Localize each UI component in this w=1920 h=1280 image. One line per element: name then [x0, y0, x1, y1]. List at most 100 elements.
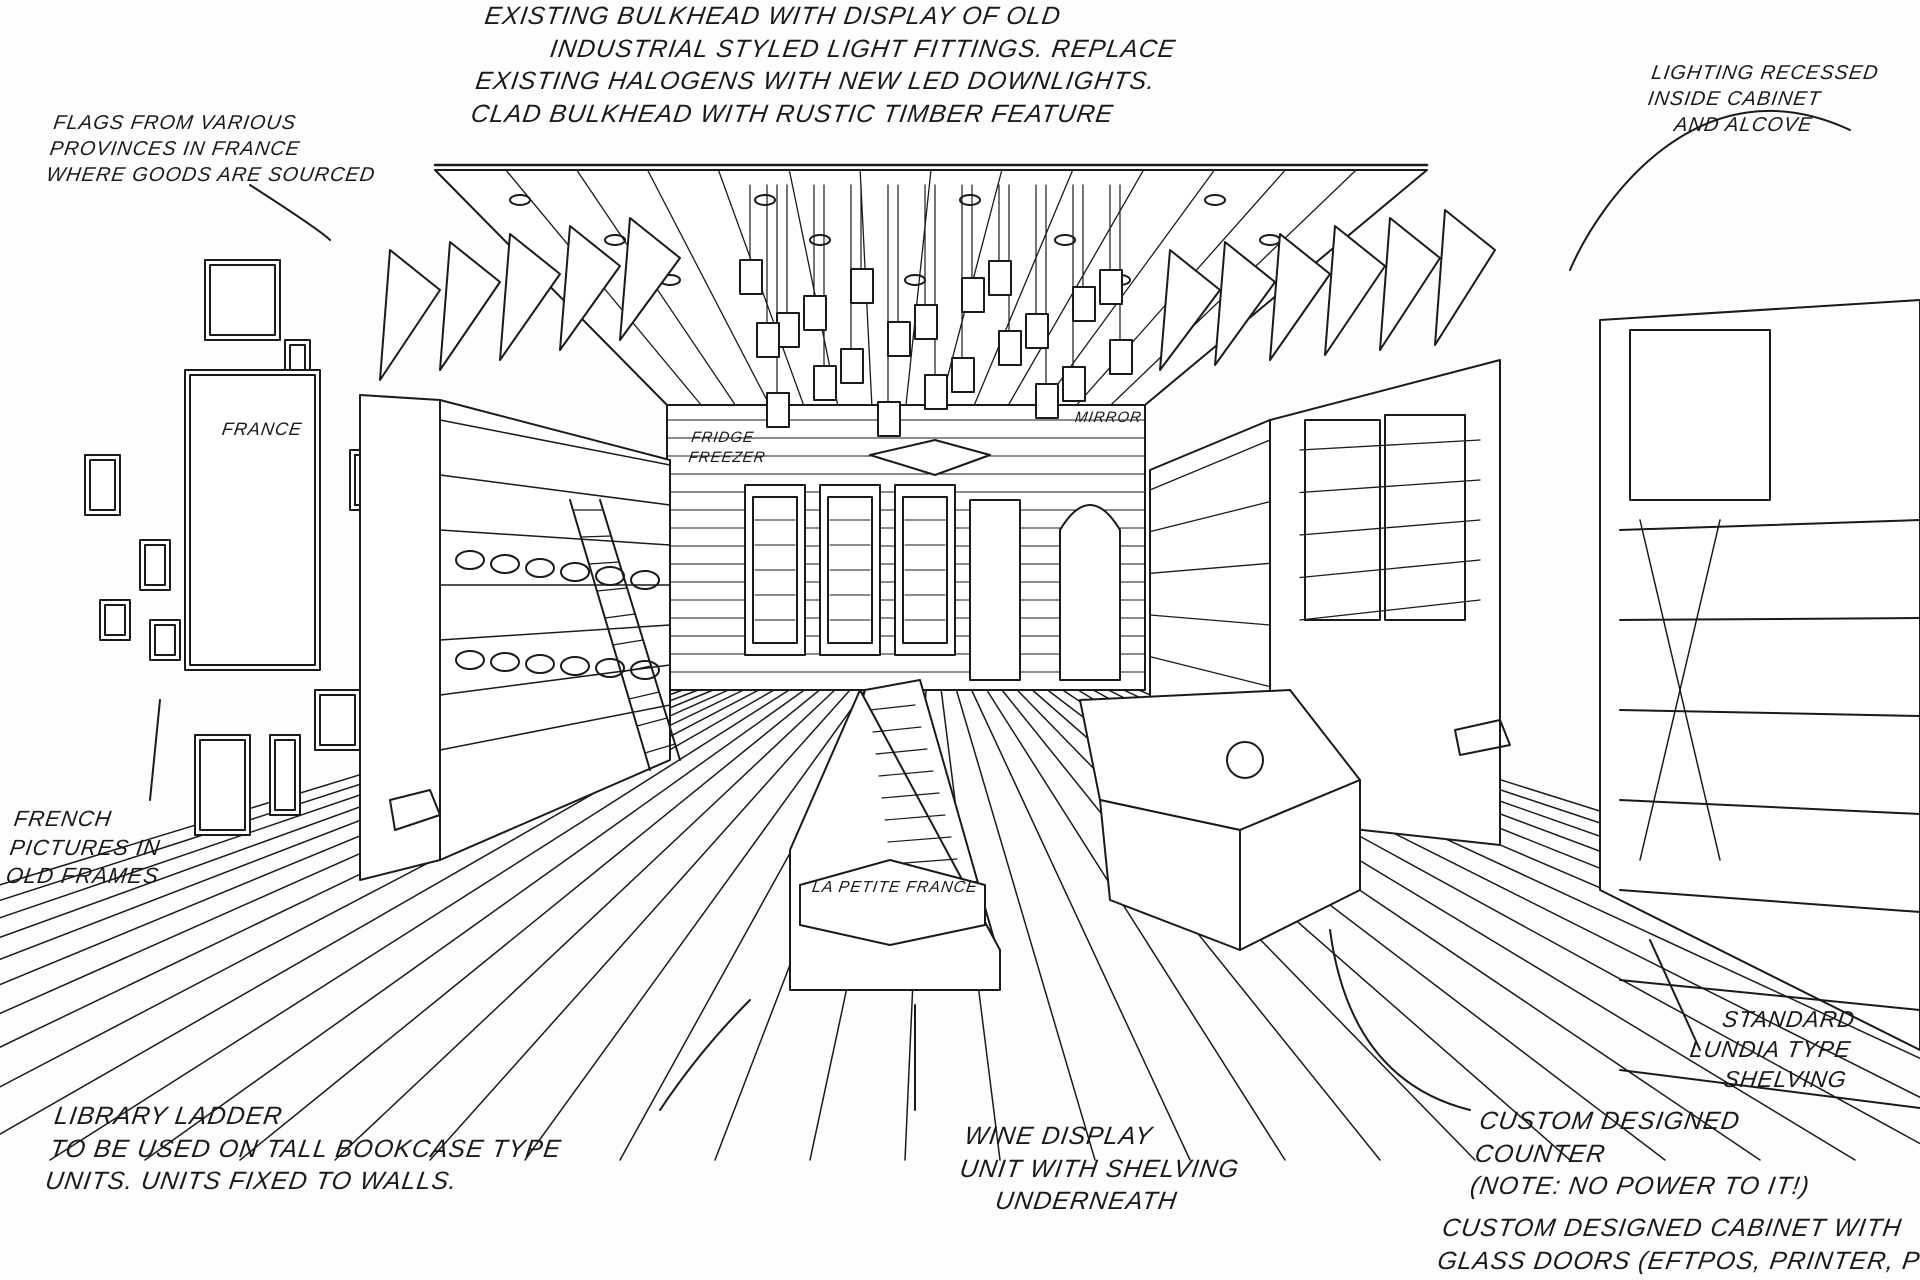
picture-inner [89, 459, 116, 511]
floor-board-line [986, 689, 1286, 1161]
lundia-shelf [1619, 1069, 1920, 1109]
floor-board-line [524, 689, 866, 1161]
flag-icon [1324, 225, 1386, 356]
pendant-light-icon [1109, 339, 1133, 375]
flag-icon [1269, 233, 1331, 361]
annotation-leader-arrow [149, 699, 161, 801]
wine-rack-slot [884, 814, 946, 821]
annotation-leader-arrow [1649, 939, 1701, 1051]
wine-rack-slot [878, 770, 934, 777]
pendant-light-icon [924, 374, 948, 410]
picture-inner [274, 739, 296, 811]
pendant-light-icon [951, 357, 975, 393]
pendant-light-icon [1062, 366, 1086, 402]
jar-icon [490, 554, 520, 574]
jar-icon [455, 550, 485, 570]
note-counter: Custom designedcounter(Note: no power to… [1468, 1107, 1812, 1200]
lundia-frame [1599, 299, 1920, 1051]
left-bookcase-front [439, 399, 671, 861]
floor-board-line [955, 689, 1096, 1161]
left-bookcase-end [359, 394, 441, 881]
pendant-light-icon [1099, 269, 1123, 305]
bookcase-shelf [439, 474, 671, 506]
ladder-rung [604, 613, 636, 619]
lundia-cross-brace [1639, 519, 1721, 861]
vase-icon [1226, 741, 1264, 779]
picture-inner [104, 604, 126, 636]
pendant-light-icon [961, 277, 985, 313]
pendant-light-icon [813, 365, 837, 401]
pendant-light-icon [1035, 383, 1059, 419]
picture-title: France [220, 419, 304, 439]
flag-icon [619, 217, 681, 341]
back-doorway [969, 499, 1021, 681]
flag-icon [559, 225, 621, 351]
bowl-icon [490, 652, 520, 672]
ceiling-timber-line [646, 169, 771, 406]
pendant-light-icon [776, 312, 800, 348]
flag-icon [1434, 209, 1496, 346]
ladder-rung [580, 535, 612, 538]
picture-inner [209, 264, 276, 336]
library-ladder-rail [569, 499, 651, 771]
lundia-upper-panel [1629, 329, 1771, 501]
hanging-sign [869, 439, 991, 476]
fridge-glass [752, 496, 798, 644]
pendant-light-icon [877, 401, 901, 437]
bookcase-shelf [439, 704, 671, 751]
wine-rack-slot [869, 704, 916, 711]
pendant-light-icon [739, 259, 763, 295]
cabinet-shelf [1299, 599, 1481, 621]
wine-rack-slot [875, 748, 928, 755]
flag-icon [1379, 217, 1441, 351]
shelf-line [1149, 501, 1271, 533]
downlight-icon [509, 194, 531, 206]
pendant-light-icon [756, 322, 780, 358]
bowl-icon [595, 658, 625, 678]
ladder-rung [596, 587, 628, 592]
wine-rack-slot [881, 792, 940, 799]
wine-sign [799, 859, 986, 946]
downlight-icon [604, 234, 626, 246]
downlight-icon [959, 194, 981, 206]
jar-icon [630, 570, 660, 590]
wine-rack-slot [887, 836, 952, 843]
bowl-icon [560, 656, 590, 676]
pendant-light-icon [1025, 313, 1049, 349]
pendant-light-icon [887, 321, 911, 357]
pendant-light-icon [988, 260, 1012, 296]
shelf-line [1149, 614, 1271, 626]
pendant-light-icon [998, 330, 1022, 366]
ladder-rung [628, 691, 660, 700]
flag-icon [439, 241, 501, 371]
note-flags: Flags from variousprovinces in Francewhe… [44, 112, 377, 186]
ceiling-timber-line [905, 169, 932, 406]
flag-icon [499, 233, 561, 361]
downlight-icon [754, 194, 776, 206]
pendant-light-icon [840, 348, 864, 384]
note-lundia: StandardLundia typeshelving [1688, 1006, 1858, 1092]
cabinet-glass-door [1384, 414, 1466, 621]
counter-front [1239, 779, 1361, 951]
floor-board-line [49, 689, 790, 1161]
ladder-rung [644, 743, 676, 754]
cabinet-glass-door [1304, 419, 1381, 621]
annotation-leader-arrow [1569, 109, 1851, 271]
picture-frame [314, 689, 361, 751]
picture-inner [319, 694, 356, 746]
wine-unit-sign: La Petite France [810, 879, 979, 896]
jar-icon [525, 558, 555, 578]
pendant-light-icon [766, 392, 790, 428]
cabinet-shelf [1299, 519, 1481, 536]
library-ladder-rail [599, 499, 681, 761]
bookcase-shelf [439, 529, 671, 546]
fridge-glass [827, 496, 873, 644]
label-fridge-freezer: Fridgefreezer [687, 429, 767, 466]
cabinet-shelf [1299, 439, 1481, 451]
cabinet-shelf [1299, 559, 1481, 579]
cabinet-plaque [1454, 719, 1511, 756]
picture-frame [184, 369, 321, 671]
ladder-rung [636, 717, 668, 727]
pendant-light-icon [803, 295, 827, 331]
